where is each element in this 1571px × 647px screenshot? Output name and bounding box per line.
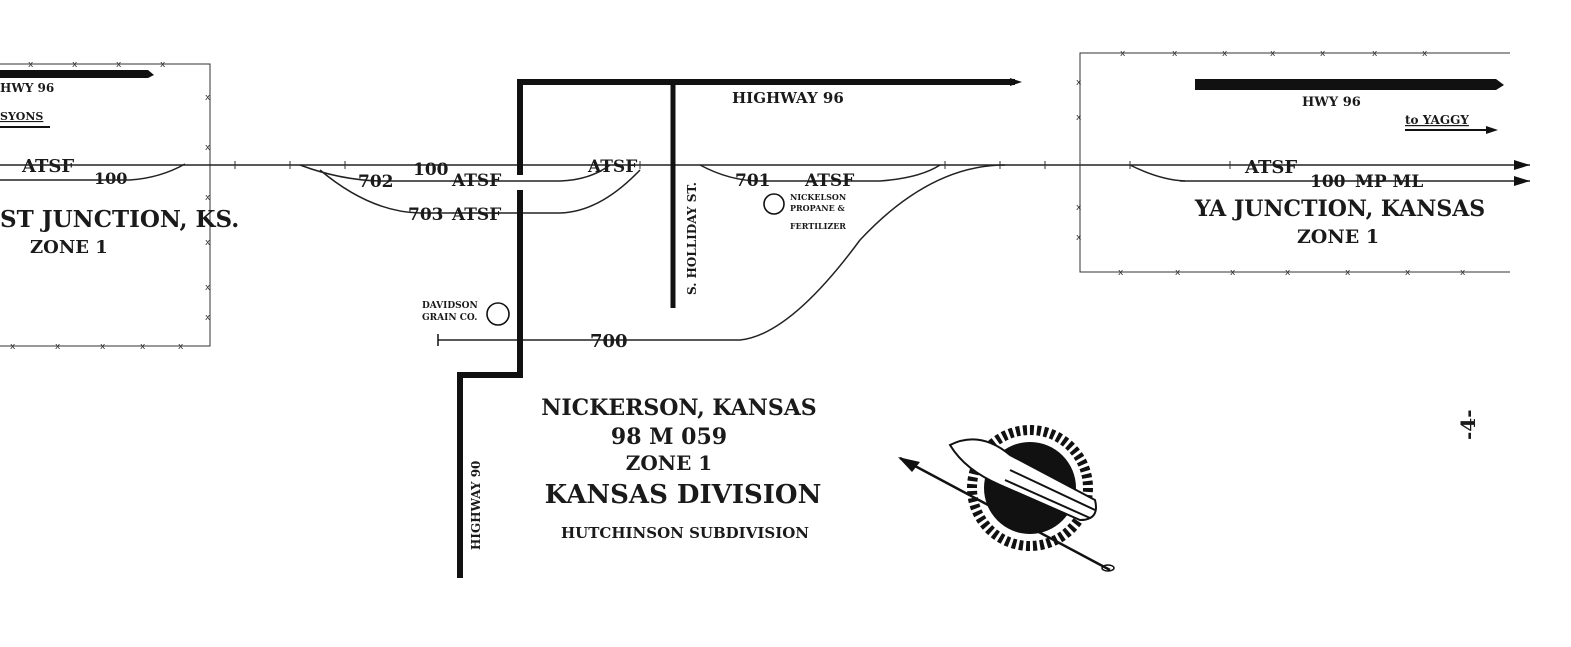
left-inset: x x x x x x x x x x x x x x x HWY 96 SYONS ATSF… — [0, 60, 239, 352]
right-highway-label: HWY 96 — [1302, 95, 1361, 110]
left-station-name: ST JUNCTION, KS. — [0, 206, 239, 233]
svg-text:x: x — [100, 342, 106, 352]
svg-text:x: x — [1076, 203, 1082, 213]
nickelson-label-1: NICKELSON — [790, 192, 846, 202]
right-direction-label: to YAGGY — [1405, 113, 1469, 127]
left-inset-fence — [0, 63, 211, 347]
left-fence-marks: x x x x x x x x x x x x x x x — [10, 60, 211, 352]
svg-text:x: x — [160, 60, 166, 70]
track-701 — [699, 164, 941, 182]
track-703-label: 703 — [408, 205, 444, 225]
nickelson-label-2: PROPANE & — [790, 203, 845, 213]
davidson-grain-industry: DAVIDSON GRAIN CO. — [422, 301, 510, 326]
right-highway-96-road — [1195, 79, 1504, 90]
title-code: 98 M 059 — [611, 424, 727, 450]
svg-text:x: x — [1320, 49, 1326, 59]
right-inset: x x x x x x x x x x x x x x x x x x HWY 96 to YA… — [1076, 49, 1510, 278]
right-track-number: 100 — [1310, 172, 1346, 192]
davidson-grain-label-1: DAVIDSON — [422, 301, 478, 311]
nickelson-propane-icon — [763, 193, 785, 215]
right-station-name: YA JUNCTION, KANSAS — [1194, 196, 1485, 222]
svg-text:x: x — [205, 143, 211, 153]
right-direction-arrow-head — [1486, 126, 1498, 134]
svg-text:x: x — [178, 342, 184, 352]
atsf-703-label: ATSF — [451, 205, 501, 225]
highway-90-label: HIGHWAY 90 — [469, 461, 483, 550]
highway-96-road — [517, 79, 1015, 175]
svg-text:x: x — [1230, 268, 1236, 278]
svg-text:x: x — [205, 283, 211, 293]
page-number: -4- — [1456, 409, 1480, 440]
davidson-grain-icon — [486, 302, 510, 326]
svg-text:x: x — [205, 193, 211, 203]
nickelson-label-3: FERTILIZER — [790, 221, 846, 231]
highway-96-label: HIGHWAY 96 — [732, 89, 844, 107]
svg-text:x: x — [140, 342, 146, 352]
highway-90-road — [457, 190, 523, 578]
main-line-arrow-lower — [1514, 176, 1530, 186]
svg-text:x: x — [1345, 268, 1351, 278]
svg-text:x: x — [1422, 49, 1428, 59]
right-inset-fence — [1079, 52, 1510, 273]
left-track-number: 100 — [94, 169, 127, 188]
yard-tracks — [299, 164, 1006, 346]
left-industry-label: SYONS — [0, 110, 43, 123]
svg-text:x: x — [205, 93, 211, 103]
svg-text:x: x — [1175, 268, 1181, 278]
svg-text:x: x — [205, 313, 211, 323]
svg-text:x: x — [1172, 49, 1178, 59]
title-block: NICKERSON, KANSAS 98 M 059 ZONE 1 KANSAS… — [541, 395, 821, 542]
svg-text:x: x — [205, 238, 211, 248]
left-siding-100 — [0, 163, 186, 181]
atsf-label-1: ATSF — [451, 171, 501, 191]
right-zone: ZONE 1 — [1297, 226, 1379, 248]
svg-text:x: x — [1285, 268, 1291, 278]
title-station: NICKERSON, KANSAS — [541, 395, 816, 421]
right-fence-marks: x x x x x x x x x x x x x x x x x x — [1076, 49, 1466, 278]
track-703 — [319, 169, 641, 214]
left-highway-label: HWY 96 — [0, 81, 54, 95]
left-railroad-label: ATSF — [21, 156, 74, 177]
santa-fe-emblem-icon — [898, 425, 1115, 572]
track-700-label: 700 — [590, 331, 628, 352]
highway-96-end — [1010, 78, 1022, 86]
right-mainline-label: MP ML — [1355, 172, 1423, 192]
right-railroad-label: ATSF — [1244, 157, 1297, 178]
main-line — [0, 160, 1530, 186]
svg-text:x: x — [1076, 233, 1082, 243]
holliday-street-label: S. HOLLIDAY ST. — [685, 182, 699, 295]
svg-text:x: x — [1076, 113, 1082, 123]
svg-text:x: x — [1118, 268, 1124, 278]
svg-text:x: x — [1076, 78, 1082, 88]
svg-text:x: x — [1222, 49, 1228, 59]
title-subdivision: HUTCHINSON SUBDIVISION — [561, 524, 809, 542]
nickelson-propane-industry: NICKELSON PROPANE & FERTILIZER — [763, 192, 846, 231]
title-zone: ZONE 1 — [626, 451, 712, 475]
left-highway-96-road — [0, 70, 154, 78]
track-700 — [438, 164, 1006, 341]
svg-text:x: x — [1120, 49, 1126, 59]
davidson-grain-label-2: GRAIN CO. — [422, 313, 477, 323]
svg-text:x: x — [28, 60, 34, 70]
atsf-label-2: ATSF — [587, 157, 637, 177]
title-division: KANSAS DIVISION — [545, 480, 822, 510]
roads — [457, 78, 1022, 578]
svg-text:x: x — [10, 342, 16, 352]
track-100-label: 100 — [413, 160, 449, 180]
svg-text:x: x — [72, 60, 78, 70]
svg-text:x: x — [1405, 268, 1411, 278]
track-701-label: 701 — [735, 171, 771, 191]
svg-text:x: x — [1270, 49, 1276, 59]
left-zone: ZONE 1 — [30, 237, 108, 258]
svg-text:x: x — [1460, 268, 1466, 278]
track-702-label: 702 — [358, 172, 394, 192]
svg-text:x: x — [116, 60, 122, 70]
svg-text:x: x — [1372, 49, 1378, 59]
svg-text:x: x — [55, 342, 61, 352]
atsf-label-3: ATSF — [804, 171, 854, 191]
right-switch-curve — [1129, 164, 1186, 182]
main-line-arrow-upper — [1514, 160, 1530, 170]
